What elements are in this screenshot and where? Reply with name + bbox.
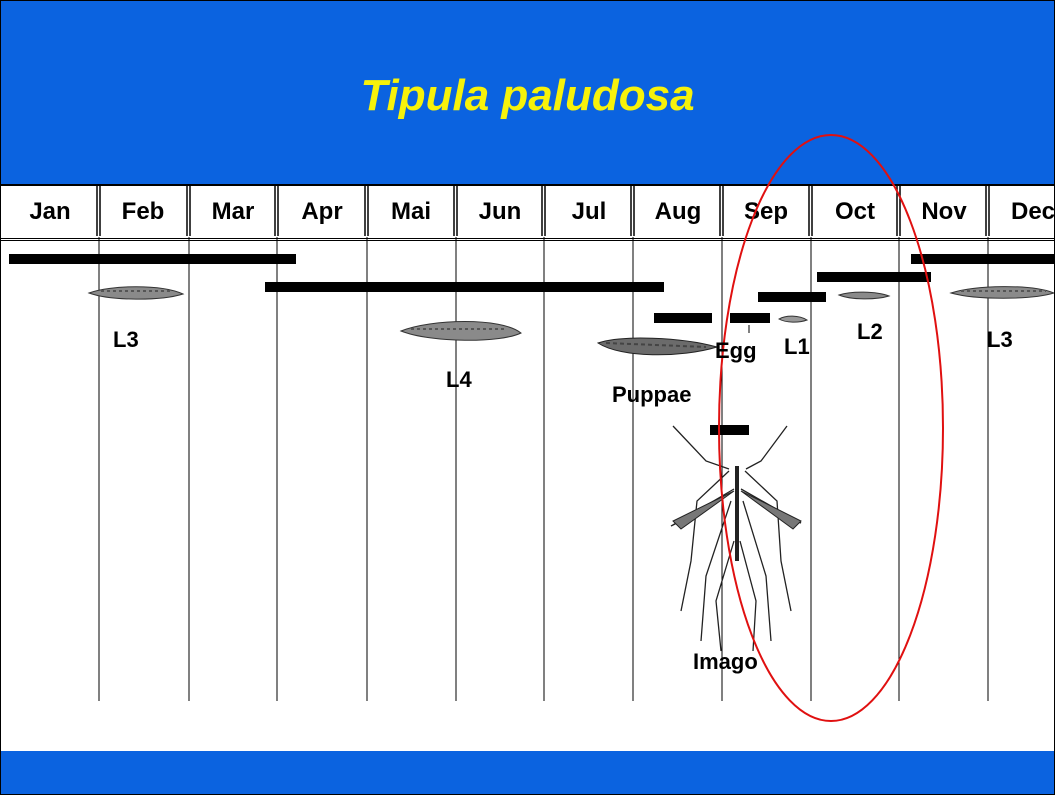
bar-l2	[817, 272, 931, 282]
bar-egg	[730, 313, 770, 323]
month-gridlines	[99, 237, 988, 701]
larva-icon	[779, 316, 807, 322]
label-imago: Imago	[693, 649, 758, 675]
label-egg: Egg	[715, 338, 757, 364]
month-dividers-header	[97, 184, 989, 236]
footer-band	[1, 751, 1054, 795]
label-l1: L1	[784, 334, 810, 360]
bar-imago	[710, 425, 749, 435]
label-l3-late: L3	[987, 327, 1013, 353]
larva-icon	[951, 287, 1054, 299]
bar-puppae	[654, 313, 712, 323]
larva-icon	[401, 322, 521, 341]
label-puppae: Puppae	[612, 382, 691, 408]
crane-fly-icon	[671, 426, 801, 651]
label-l4: L4	[446, 367, 472, 393]
bar-l1	[758, 292, 826, 302]
bar-l3-late	[911, 254, 1054, 264]
pupa-icon	[598, 338, 717, 355]
larva-icon	[839, 292, 889, 299]
highlight-ellipse	[719, 135, 943, 721]
larva-icon	[89, 287, 183, 299]
label-l2: L2	[857, 319, 883, 345]
bar-l4	[265, 282, 664, 292]
label-l3-early: L3	[113, 327, 139, 353]
bar-l3-early	[9, 254, 296, 264]
